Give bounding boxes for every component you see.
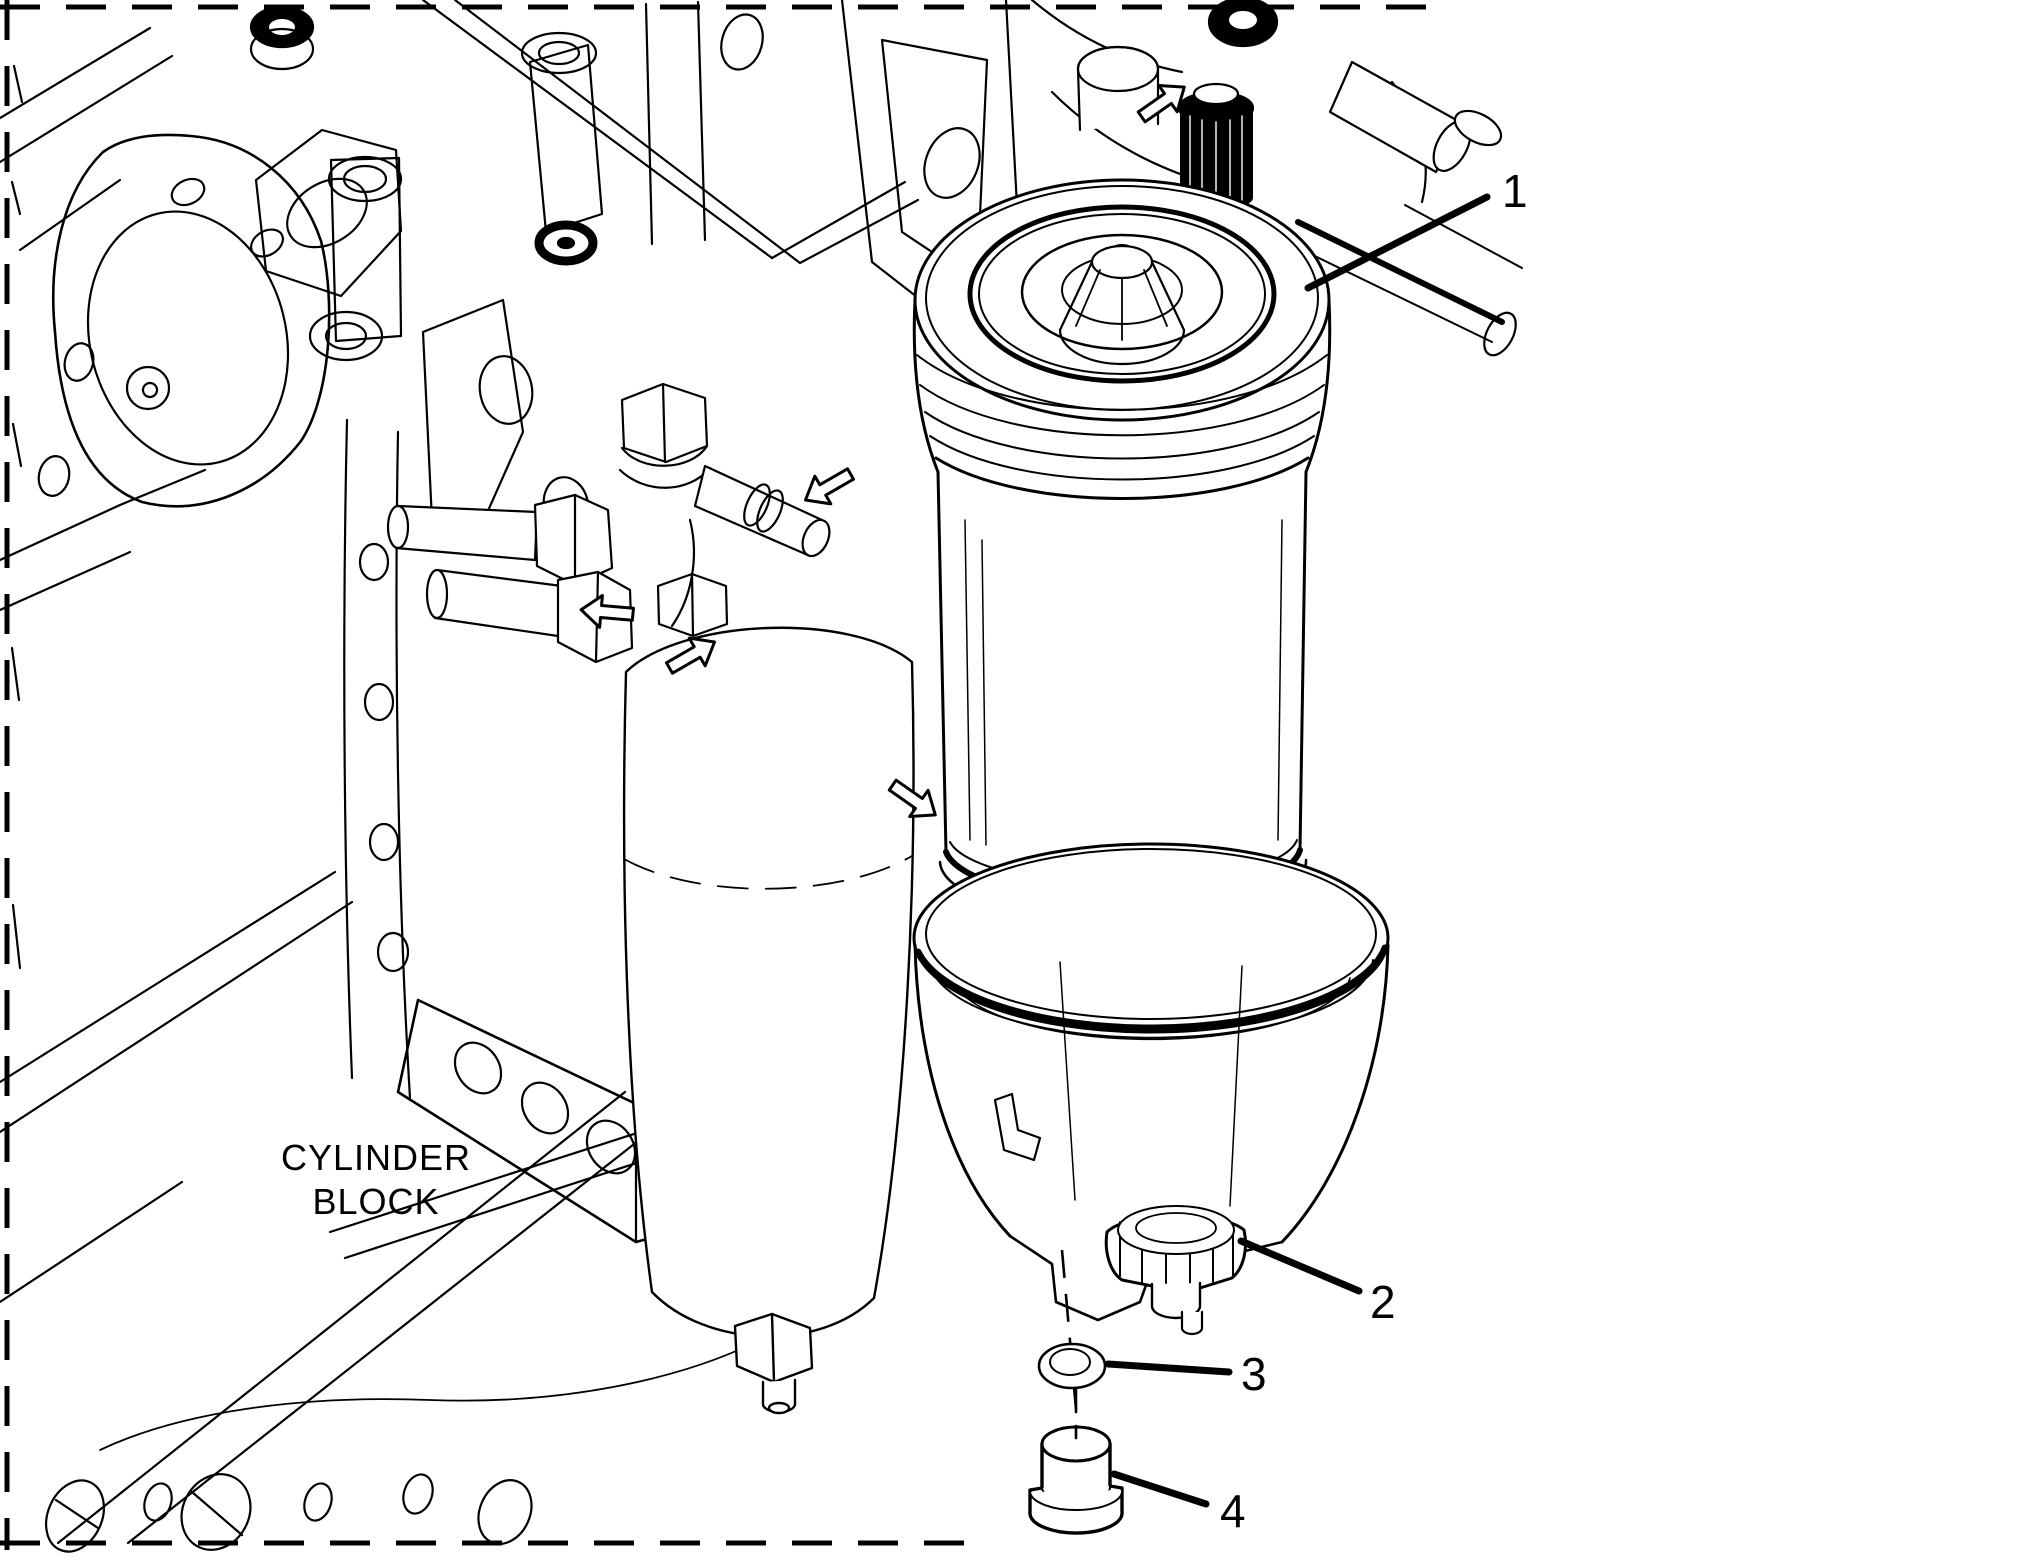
callout-3-number: 3: [1241, 1348, 1267, 1400]
callout-2-leader: [1237, 1237, 1363, 1295]
callout-1-number: 1: [1502, 165, 1528, 217]
flow-arrow-icon: [664, 636, 717, 675]
callout-1-leader: [1304, 193, 1491, 292]
flow-arrow-icons: [579, 83, 1186, 819]
socket-bolt-icon: [249, 5, 315, 71]
fuel-manifold-art: [386, 382, 831, 664]
cylinder-block-label: CYLINDER BLOCK: [281, 1137, 471, 1222]
callout-numbers: 1 2 3 4: [1220, 165, 1528, 1537]
secondary-filter-art: [622, 626, 915, 1415]
callout-2-number: 2: [1370, 1276, 1396, 1328]
vent-cap-icon: [1177, 82, 1255, 209]
callout-4-number: 4: [1220, 1485, 1246, 1537]
drain-valve-art: [1104, 1205, 1247, 1336]
flow-arrow-icon: [887, 778, 937, 819]
callout-4-leader: [1110, 1470, 1210, 1508]
cylinder-block-label-line2: BLOCK: [312, 1181, 439, 1222]
callout-3-leader: [1104, 1360, 1233, 1376]
drain-plug-art: [1028, 1386, 1124, 1535]
fuel-filter-assembly-art: [912, 178, 1390, 1322]
flow-arrow-icon: [803, 467, 856, 506]
callout-leader-lines: [1104, 193, 1491, 1508]
filter-head-art: [840, 0, 1523, 357]
flow-arrow-icon: [579, 594, 635, 629]
cylinder-block-label-line1: CYLINDER: [281, 1137, 471, 1178]
socket-bolt-icon: [534, 220, 598, 266]
flow-arrow-icon: [1136, 83, 1186, 124]
seal-washer-art: [1037, 1342, 1107, 1390]
